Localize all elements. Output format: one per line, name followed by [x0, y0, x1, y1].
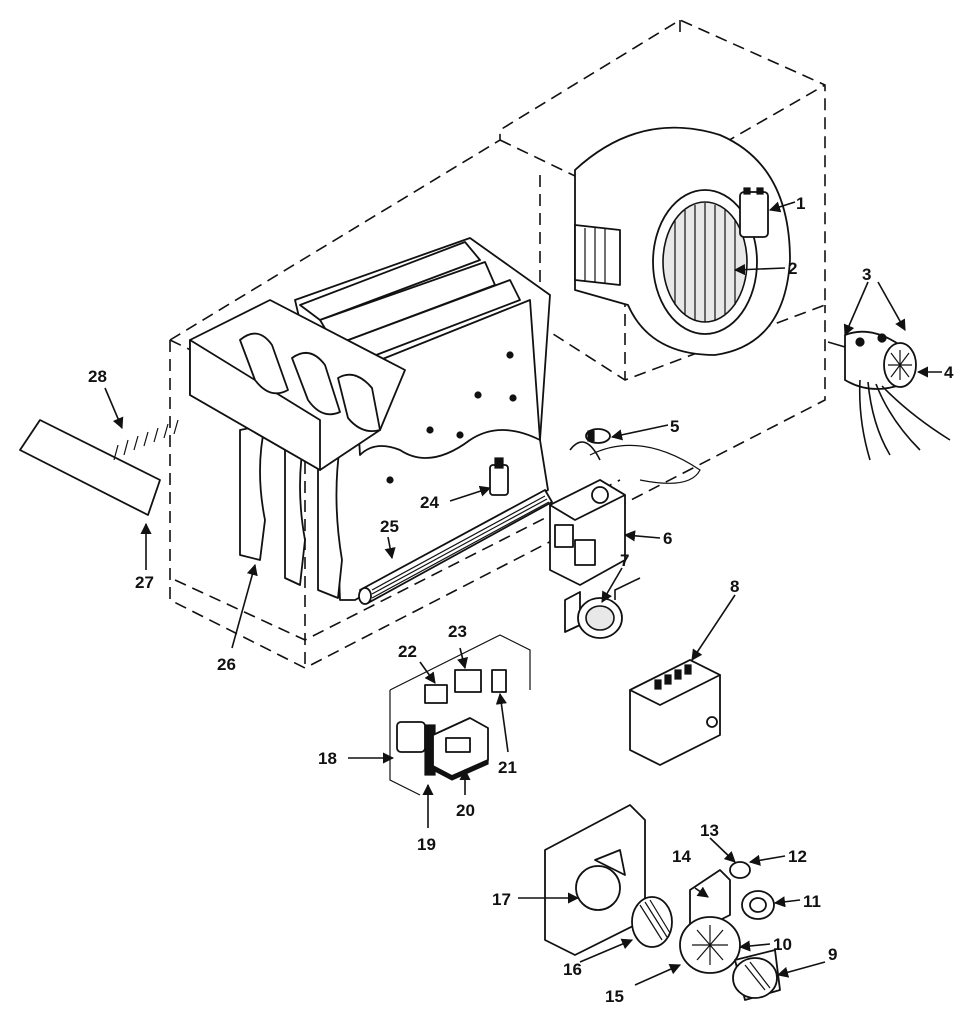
control-panel — [389, 634, 531, 796]
callout-20: 20 — [456, 801, 475, 820]
ignition-control-module — [629, 659, 721, 766]
run-capacitor — [739, 187, 769, 238]
callout-25: 25 — [380, 517, 399, 536]
pressure-switch-fitting — [585, 428, 611, 444]
callout-9: 9 — [828, 945, 837, 964]
callout-22: 22 — [398, 642, 417, 661]
callout-5: 5 — [670, 417, 679, 436]
callout-labels: 1 2 3 4 5 6 7 8 9 10 11 12 13 14 15 16 1… — [88, 194, 954, 1006]
callout-7: 7 — [620, 551, 629, 570]
callout-13: 13 — [700, 821, 719, 840]
gas-valve — [549, 441, 701, 586]
callout-24: 24 — [420, 493, 439, 512]
callout-14: 14 — [672, 847, 691, 866]
callout-4: 4 — [944, 363, 954, 382]
inducer-assembly — [544, 804, 781, 1001]
heat-exchanger — [239, 237, 551, 601]
callout-6: 6 — [663, 529, 672, 548]
callout-2: 2 — [788, 259, 797, 278]
callout-8: 8 — [730, 577, 739, 596]
burner-assembly — [358, 489, 553, 605]
blower-housing — [574, 126, 791, 356]
callout-12: 12 — [788, 847, 807, 866]
callout-23: 23 — [448, 622, 467, 641]
callout-28: 28 — [88, 367, 107, 386]
blower-motor — [827, 330, 951, 461]
callout-15: 15 — [605, 987, 624, 1006]
callout-leaders — [104, 201, 942, 986]
callout-19: 19 — [417, 835, 436, 854]
callout-16: 16 — [563, 960, 582, 979]
callout-18: 18 — [318, 749, 337, 768]
vent-pipe — [19, 419, 179, 516]
flue-collector-box — [189, 299, 406, 471]
callout-17: 17 — [492, 890, 511, 909]
callout-21: 21 — [498, 758, 517, 777]
callout-3: 3 — [862, 265, 871, 284]
callout-1: 1 — [796, 194, 805, 213]
callout-27: 27 — [135, 573, 154, 592]
igniter — [489, 457, 509, 496]
callout-26: 26 — [217, 655, 236, 674]
callout-11: 11 — [803, 892, 821, 911]
pressure-switch — [564, 577, 641, 639]
callout-10: 10 — [773, 935, 792, 954]
